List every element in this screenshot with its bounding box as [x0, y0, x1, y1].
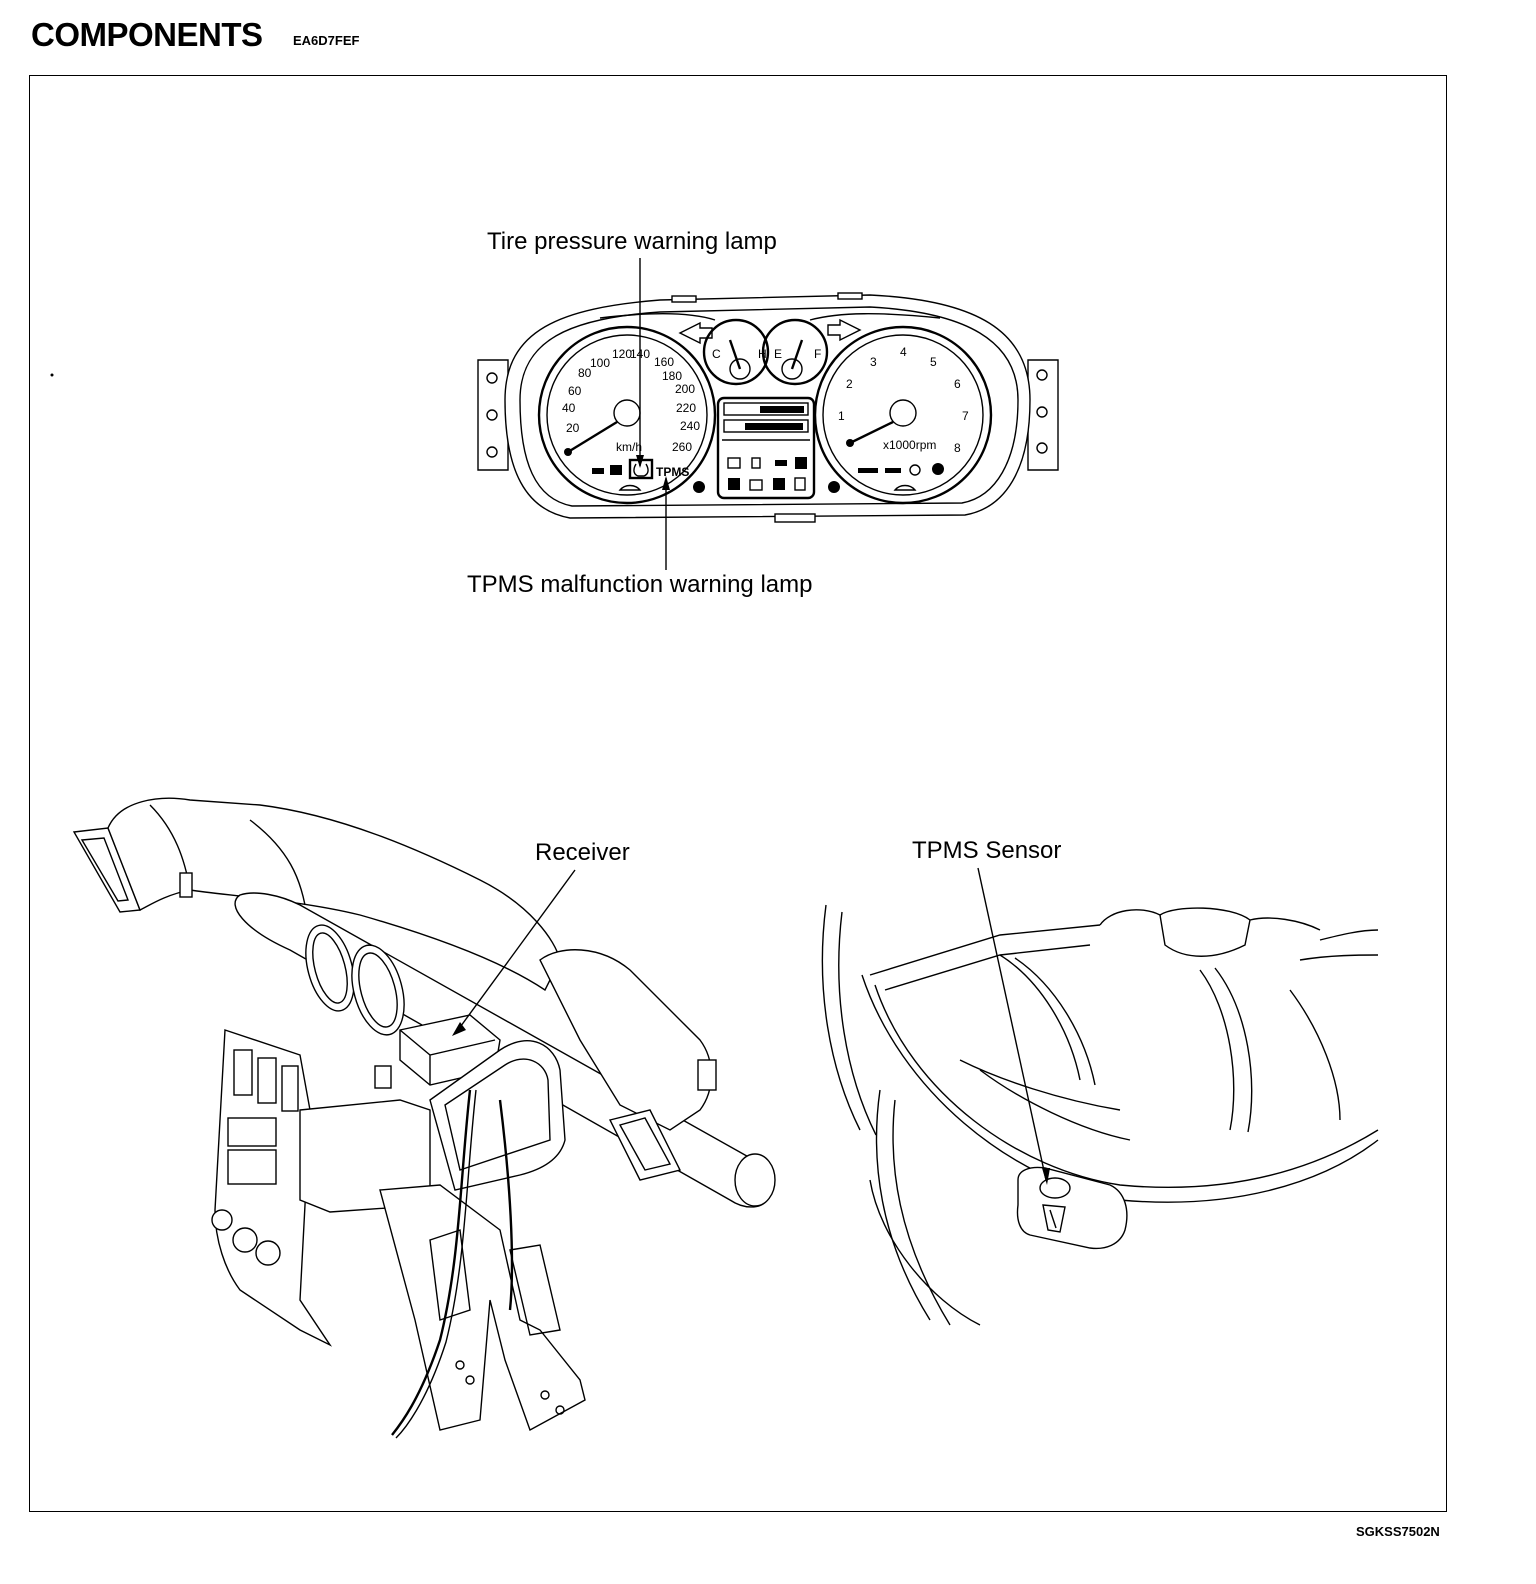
rpm-tick: 1 [838, 409, 845, 423]
speed-tick: 40 [562, 401, 576, 415]
dashboard-assembly [72, 797, 776, 1439]
speed-tick: 120 [612, 347, 632, 361]
tpms-sensor [1016, 1166, 1128, 1250]
speed-tick: 200 [675, 382, 695, 396]
section-code: EA6D7FEF [293, 33, 360, 48]
tire-pressure-lamp-callout: Tire pressure warning lamp [487, 228, 777, 255]
tpms-sensor-callout: TPMS Sensor [912, 837, 1062, 864]
speed-tick: 80 [578, 366, 592, 380]
speed-tick: 220 [676, 401, 696, 415]
wheel-rim [821, 867, 1379, 1326]
temp-hot-label: H [758, 347, 767, 361]
figure-frame [29, 75, 1447, 1512]
temp-cold-label: C [712, 347, 721, 361]
speed-tick: 20 [566, 421, 580, 435]
instrument-cluster: 20 40 60 80 100 120 140 160 180 200 220 … [477, 258, 1059, 570]
speed-tick: 160 [654, 355, 674, 369]
speed-tick: 60 [568, 384, 582, 398]
rpm-tick: 8 [954, 441, 961, 455]
fuel-full-label: F [814, 347, 821, 361]
rpm-tick: 2 [846, 377, 853, 391]
speed-unit: km/h [616, 440, 642, 454]
page-title: COMPONENTS [31, 16, 263, 53]
speed-tick: 180 [662, 369, 682, 383]
speed-tick: 100 [590, 356, 610, 370]
rpm-tick: 6 [954, 377, 961, 391]
rpm-tick: 7 [962, 409, 969, 423]
fuel-empty-label: E [774, 347, 782, 361]
tpms-malfunction-lamp-callout: TPMS malfunction warning lamp [467, 571, 813, 598]
figure-code: SGKSS7502N [1356, 1524, 1440, 1539]
rpm-tick: 5 [930, 355, 937, 369]
speed-tick: 260 [672, 440, 692, 454]
speed-tick: 240 [680, 419, 700, 433]
receiver-callout: Receiver [535, 839, 630, 866]
rpm-tick: 4 [900, 345, 907, 359]
tpms-lamp-text: TPMS [656, 465, 689, 479]
rpm-unit: x1000rpm [883, 438, 936, 452]
rpm-tick: 3 [870, 355, 877, 369]
